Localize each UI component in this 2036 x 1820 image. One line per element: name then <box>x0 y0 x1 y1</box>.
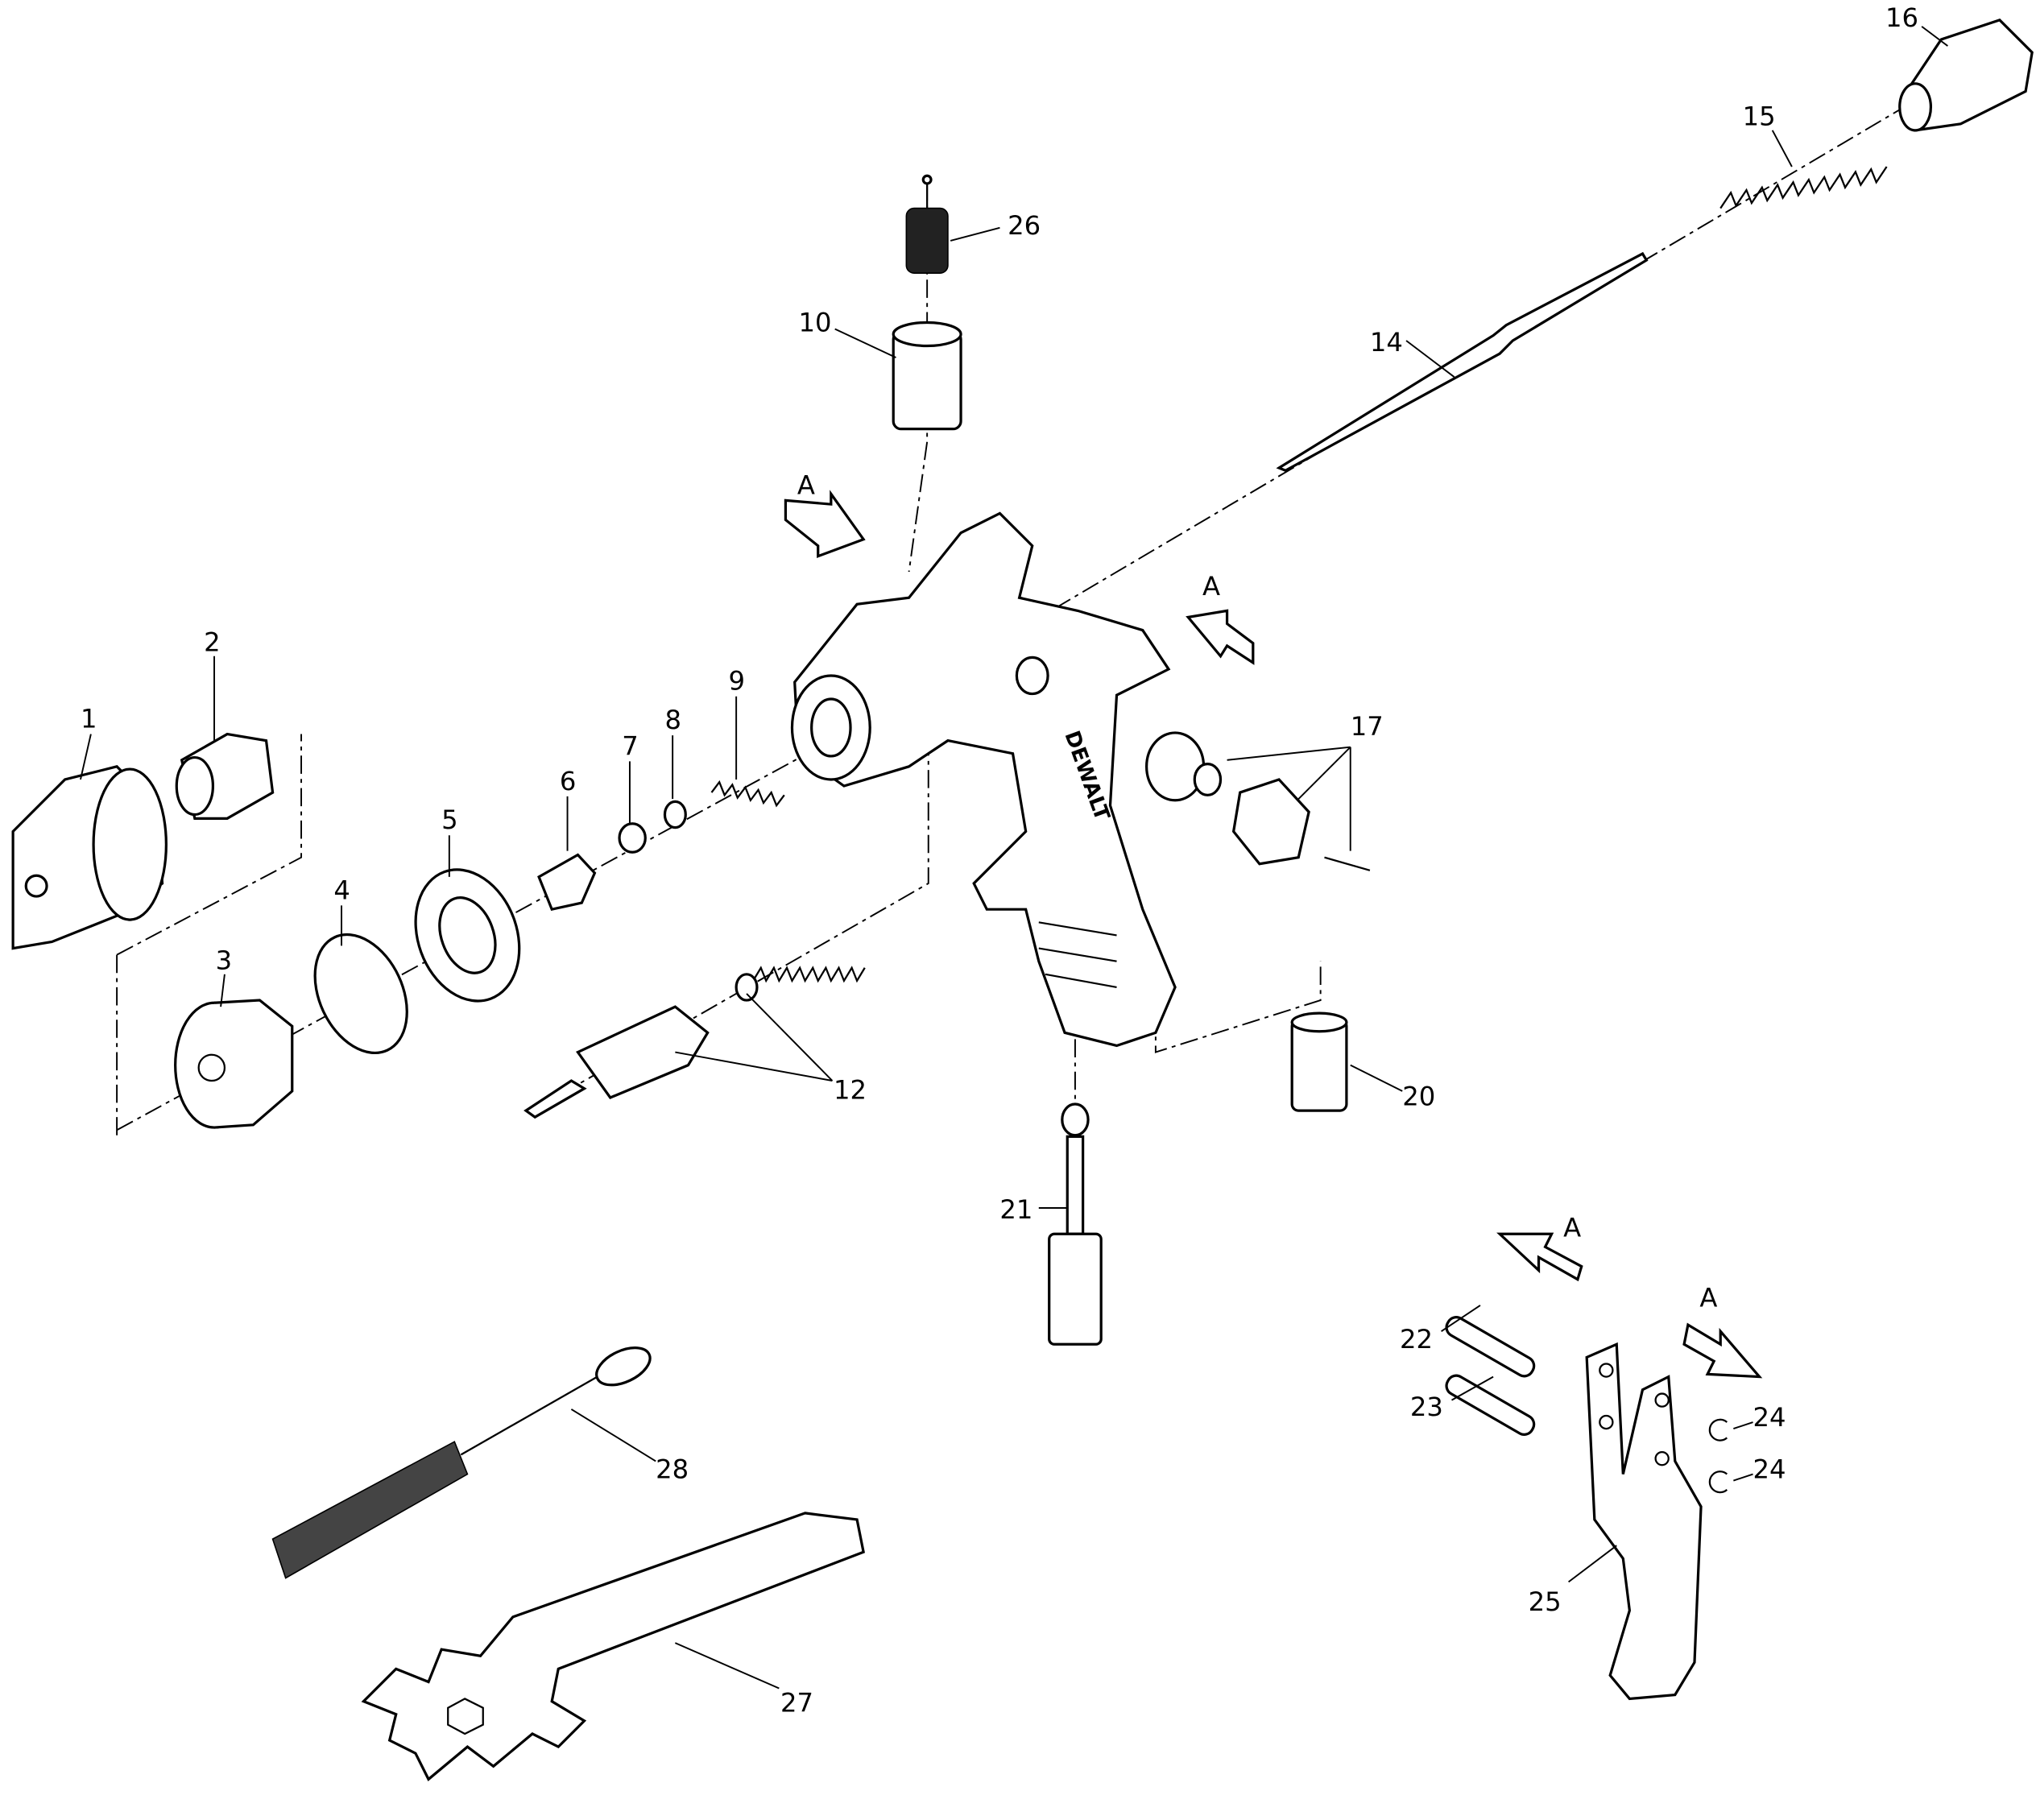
section-arrow-a2 <box>1186 609 1255 665</box>
adjusting-knob-part-16 <box>1898 18 2034 132</box>
section-label-a1: A <box>797 469 815 500</box>
trigger-part-25 <box>1585 1342 1703 1701</box>
trigger-pin-part-23 <box>1445 1374 1536 1436</box>
callout-1: 1 <box>81 703 97 734</box>
callout-15: 15 <box>1743 101 1776 131</box>
clip-part-24b <box>1708 1470 1728 1494</box>
air-valve-stem-part-21 <box>1048 1102 1103 1346</box>
callout-28: 28 <box>656 1454 689 1484</box>
baffle-part-3 <box>174 999 294 1129</box>
axis-line-cup <box>908 182 929 573</box>
air-valve-part-17 <box>1145 731 1371 871</box>
callout-21: 21 <box>999 1194 1032 1225</box>
section-label-a4: A <box>1699 1283 1717 1313</box>
callout-4: 4 <box>333 875 350 905</box>
callout-3: 3 <box>216 945 233 975</box>
callout-24b: 24 <box>1753 1454 1786 1484</box>
cup-adapter-part-10 <box>892 321 962 431</box>
callout-16: 16 <box>1885 2 1918 33</box>
section-arrow-a4 <box>1682 1322 1763 1379</box>
callout-24a: 24 <box>1753 1402 1786 1433</box>
trigger-pin-part-22 <box>1445 1316 1536 1378</box>
cleaning-brush-part-28 <box>271 1346 652 1579</box>
callout-2: 2 <box>204 627 221 657</box>
callout-5: 5 <box>441 805 458 835</box>
callout-7: 7 <box>622 730 639 761</box>
gun-body: DEWALT <box>790 511 1177 1048</box>
callout-26: 26 <box>1008 210 1041 241</box>
bracket-line-left <box>116 734 303 1141</box>
filter-part-26 <box>905 174 949 274</box>
washer-part-7 <box>618 822 647 854</box>
callout-22: 22 <box>1400 1324 1433 1355</box>
callout-14: 14 <box>1370 327 1403 358</box>
callout-25: 25 <box>1529 1586 1562 1617</box>
callout-27: 27 <box>780 1688 813 1719</box>
callout-9: 9 <box>728 666 745 697</box>
spring-part-12 <box>752 966 866 983</box>
o-ring-part-4 <box>313 933 408 1055</box>
leader-lines <box>80 26 1948 1690</box>
air-cap-part-1 <box>11 765 168 950</box>
spring-part-9 <box>710 780 785 808</box>
section-label-a2: A <box>1202 571 1220 602</box>
callout-12: 12 <box>834 1075 867 1106</box>
section-arrow-a1 <box>784 490 866 558</box>
callout-23: 23 <box>1410 1392 1443 1422</box>
air-inlet-part-20 <box>1290 1011 1348 1112</box>
clip-part-24a <box>1708 1418 1728 1442</box>
callout-17: 17 <box>1351 711 1384 742</box>
section-arrow-a3 <box>1496 1232 1583 1282</box>
callout-10: 10 <box>799 308 832 338</box>
wrench-part-27 <box>361 1512 865 1781</box>
callout-6: 6 <box>560 766 577 796</box>
callout-8: 8 <box>664 705 681 735</box>
needle-part-14 <box>1276 251 1649 473</box>
packing-part-6 <box>537 853 597 912</box>
spring-part-15 <box>1719 166 1888 209</box>
seal-part-5 <box>414 868 521 1003</box>
nozzle-part-2 <box>175 732 275 820</box>
fluid-valve-part-12 <box>523 966 866 1119</box>
callout-20: 20 <box>1402 1082 1435 1112</box>
axis-line-fluid <box>532 753 929 1111</box>
washer-part-8 <box>663 800 687 829</box>
section-label-a3: A <box>1563 1212 1581 1243</box>
